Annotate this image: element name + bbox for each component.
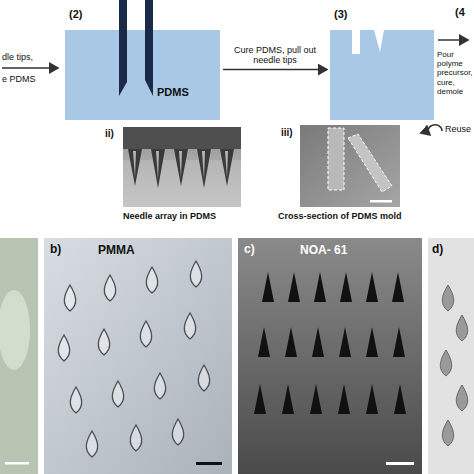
needle-tip bbox=[119, 0, 127, 96]
photo-caption: Cross-section of PDMS mold bbox=[278, 211, 402, 221]
process-arrow bbox=[223, 69, 327, 71]
reuse-arrow bbox=[428, 125, 442, 135]
panel-letter: ii) bbox=[105, 128, 114, 140]
photo-pmma bbox=[44, 238, 232, 474]
step-number: (4 bbox=[455, 6, 465, 19]
mold-cavities bbox=[330, 30, 434, 120]
arrow-label: Cure PDMS, pull out needle tips bbox=[224, 45, 326, 66]
panel-letter: iii) bbox=[281, 127, 293, 139]
photo-needle-array bbox=[123, 127, 241, 207]
photo-noa61 bbox=[238, 238, 422, 474]
pdms-block: (2)PDMS bbox=[65, 30, 220, 120]
process-arrow bbox=[438, 39, 468, 41]
material-label: PDMS bbox=[157, 86, 189, 99]
step-number: (3) bbox=[334, 8, 347, 21]
needle-tip bbox=[145, 0, 153, 96]
process-arrow bbox=[2, 67, 58, 69]
step-note: Reuse bbox=[445, 124, 471, 134]
step-note: Pour polyme bbox=[437, 50, 474, 68]
step-note: cure, demole bbox=[437, 78, 474, 96]
photo-mold-cross-section bbox=[300, 125, 400, 207]
panel-letter: d) bbox=[432, 243, 443, 257]
needle-tips bbox=[65, 0, 220, 120]
pdms-mold: (3) bbox=[330, 30, 434, 120]
photo-a bbox=[0, 238, 38, 474]
photo-d bbox=[428, 238, 474, 474]
label-column: Pour polymeprecursor,cure, demole bbox=[437, 50, 474, 96]
step-note: precursor, bbox=[437, 68, 474, 77]
step-note: e PDMS bbox=[2, 74, 36, 84]
material-label: NOA- 61 bbox=[300, 244, 347, 258]
photo-caption: Needle array in PDMS bbox=[123, 211, 216, 221]
cavity bbox=[352, 30, 360, 54]
step-number: (2) bbox=[69, 8, 82, 21]
material-label: PMMA bbox=[98, 244, 135, 258]
step-note: dle tips, bbox=[2, 52, 33, 62]
panel-letter: c) bbox=[244, 243, 255, 257]
panel-letter: b) bbox=[50, 243, 61, 257]
cavity bbox=[374, 30, 384, 52]
